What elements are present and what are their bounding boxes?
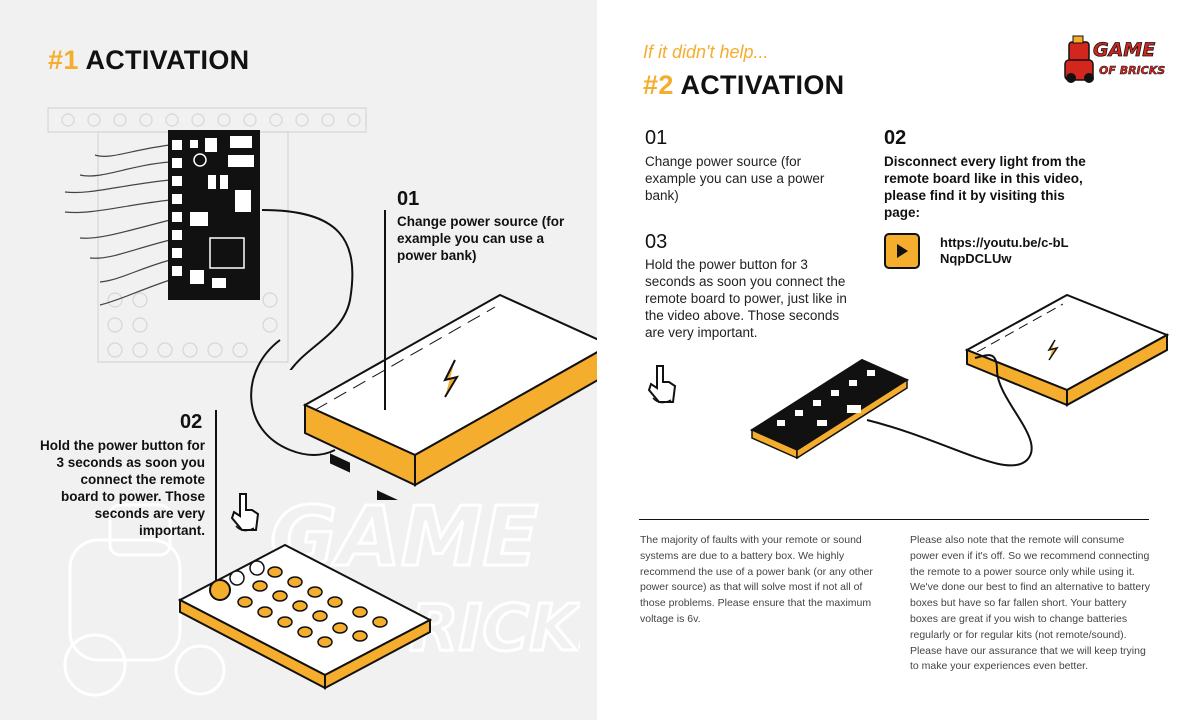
powerbank-illustration [302, 293, 597, 500]
right-panel: If it didn't help... #2 ACTIVATION GAME … [597, 0, 1200, 720]
board-illustration [47, 107, 367, 370]
left-panel: GAME OF BRICKS #1 ACTIVATION [0, 0, 597, 720]
video-link[interactable]: https://youtu.be/c-bLNqpDCLUw [884, 233, 1070, 269]
right-step02-number: 02 [884, 127, 907, 149]
step02-pointer-line [215, 410, 217, 580]
note-left: The majority of faults with your remote … [640, 534, 873, 625]
right-step03-text: Hold the power button for 3 seconds as s… [645, 257, 847, 340]
left-step01-number: 01 [397, 188, 420, 210]
step01-pointer-line [384, 210, 386, 410]
logo-line1: GAME [1093, 39, 1155, 61]
logo-line2: OF BRICKS [1099, 64, 1165, 77]
press-hand-icon [230, 493, 260, 532]
remote-illustration [177, 543, 433, 690]
video-url[interactable]: https://youtu.be/c-bLNqpDCLUw [940, 235, 1069, 266]
cable-illustration [250, 339, 336, 456]
right-step02-text: Disconnect every light from the remote b… [884, 154, 1086, 220]
right-step03-number: 03 [645, 231, 668, 253]
note-right: Please also note that the remote will co… [910, 534, 1150, 673]
setup-illustration [749, 293, 1170, 467]
press-hand-icon [647, 365, 677, 404]
left-heading-number: #1 [48, 45, 79, 75]
right-step01-number: 01 [645, 127, 668, 149]
section-divider [639, 519, 1149, 520]
game-of-bricks-logo: GAME OF BRICKS [1064, 35, 1165, 83]
left-heading: #1 ACTIVATION [48, 45, 249, 76]
left-step02-number: 02 [180, 411, 203, 433]
right-heading-label: ACTIVATION [680, 70, 845, 100]
play-button[interactable] [884, 233, 920, 269]
right-subtitle: If it didn't help... [643, 42, 769, 62]
right-heading-number: #2 [643, 70, 674, 100]
left-step01-text: Change power source (for example you can… [397, 214, 565, 263]
left-heading-label: ACTIVATION [85, 45, 250, 75]
right-heading: #2 ACTIVATION [643, 70, 844, 101]
left-step02-text: Hold the power button for 3 seconds as s… [40, 438, 205, 538]
play-icon [897, 244, 908, 258]
right-step01-text: Change power source (for example you can… [645, 154, 825, 203]
